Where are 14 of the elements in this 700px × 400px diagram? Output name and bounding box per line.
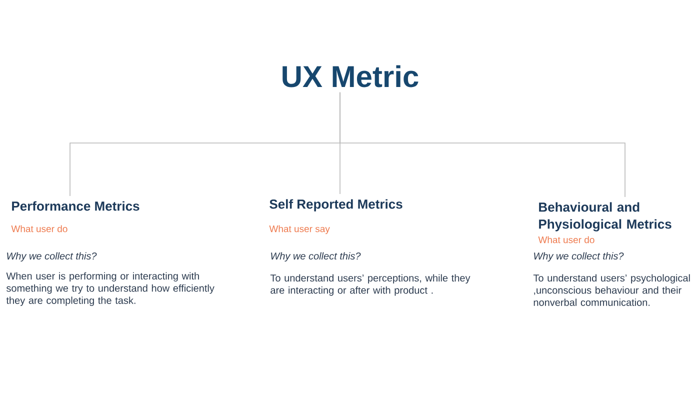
question-text: Why we collect this? xyxy=(271,252,361,262)
question-text: Why we collect this? xyxy=(534,252,624,262)
subtitle-text: What user say xyxy=(269,225,330,234)
subtitle-text: What user do xyxy=(538,236,594,244)
question-text: Why we collect this? xyxy=(7,252,97,262)
subtitle-text: What user do xyxy=(11,225,68,232)
category-heading: Performance Metrics xyxy=(12,201,140,211)
description-text: When user is performing or interacting with something we try to understand how efficiently they are completing the task. xyxy=(6,272,214,306)
category-heading: Self Reported Metrics xyxy=(270,199,402,212)
connector-line xyxy=(340,92,626,198)
root-heading: UX Metric xyxy=(282,65,418,88)
description-text: To understand users’ psychological ,unconscious behaviour and their nonverbal communication. xyxy=(533,274,690,306)
description-text: To understand users’ perceptions, while they are interacting or after with product . xyxy=(270,274,470,296)
category-heading: Behavioural and Physiological Metrics xyxy=(539,202,672,232)
